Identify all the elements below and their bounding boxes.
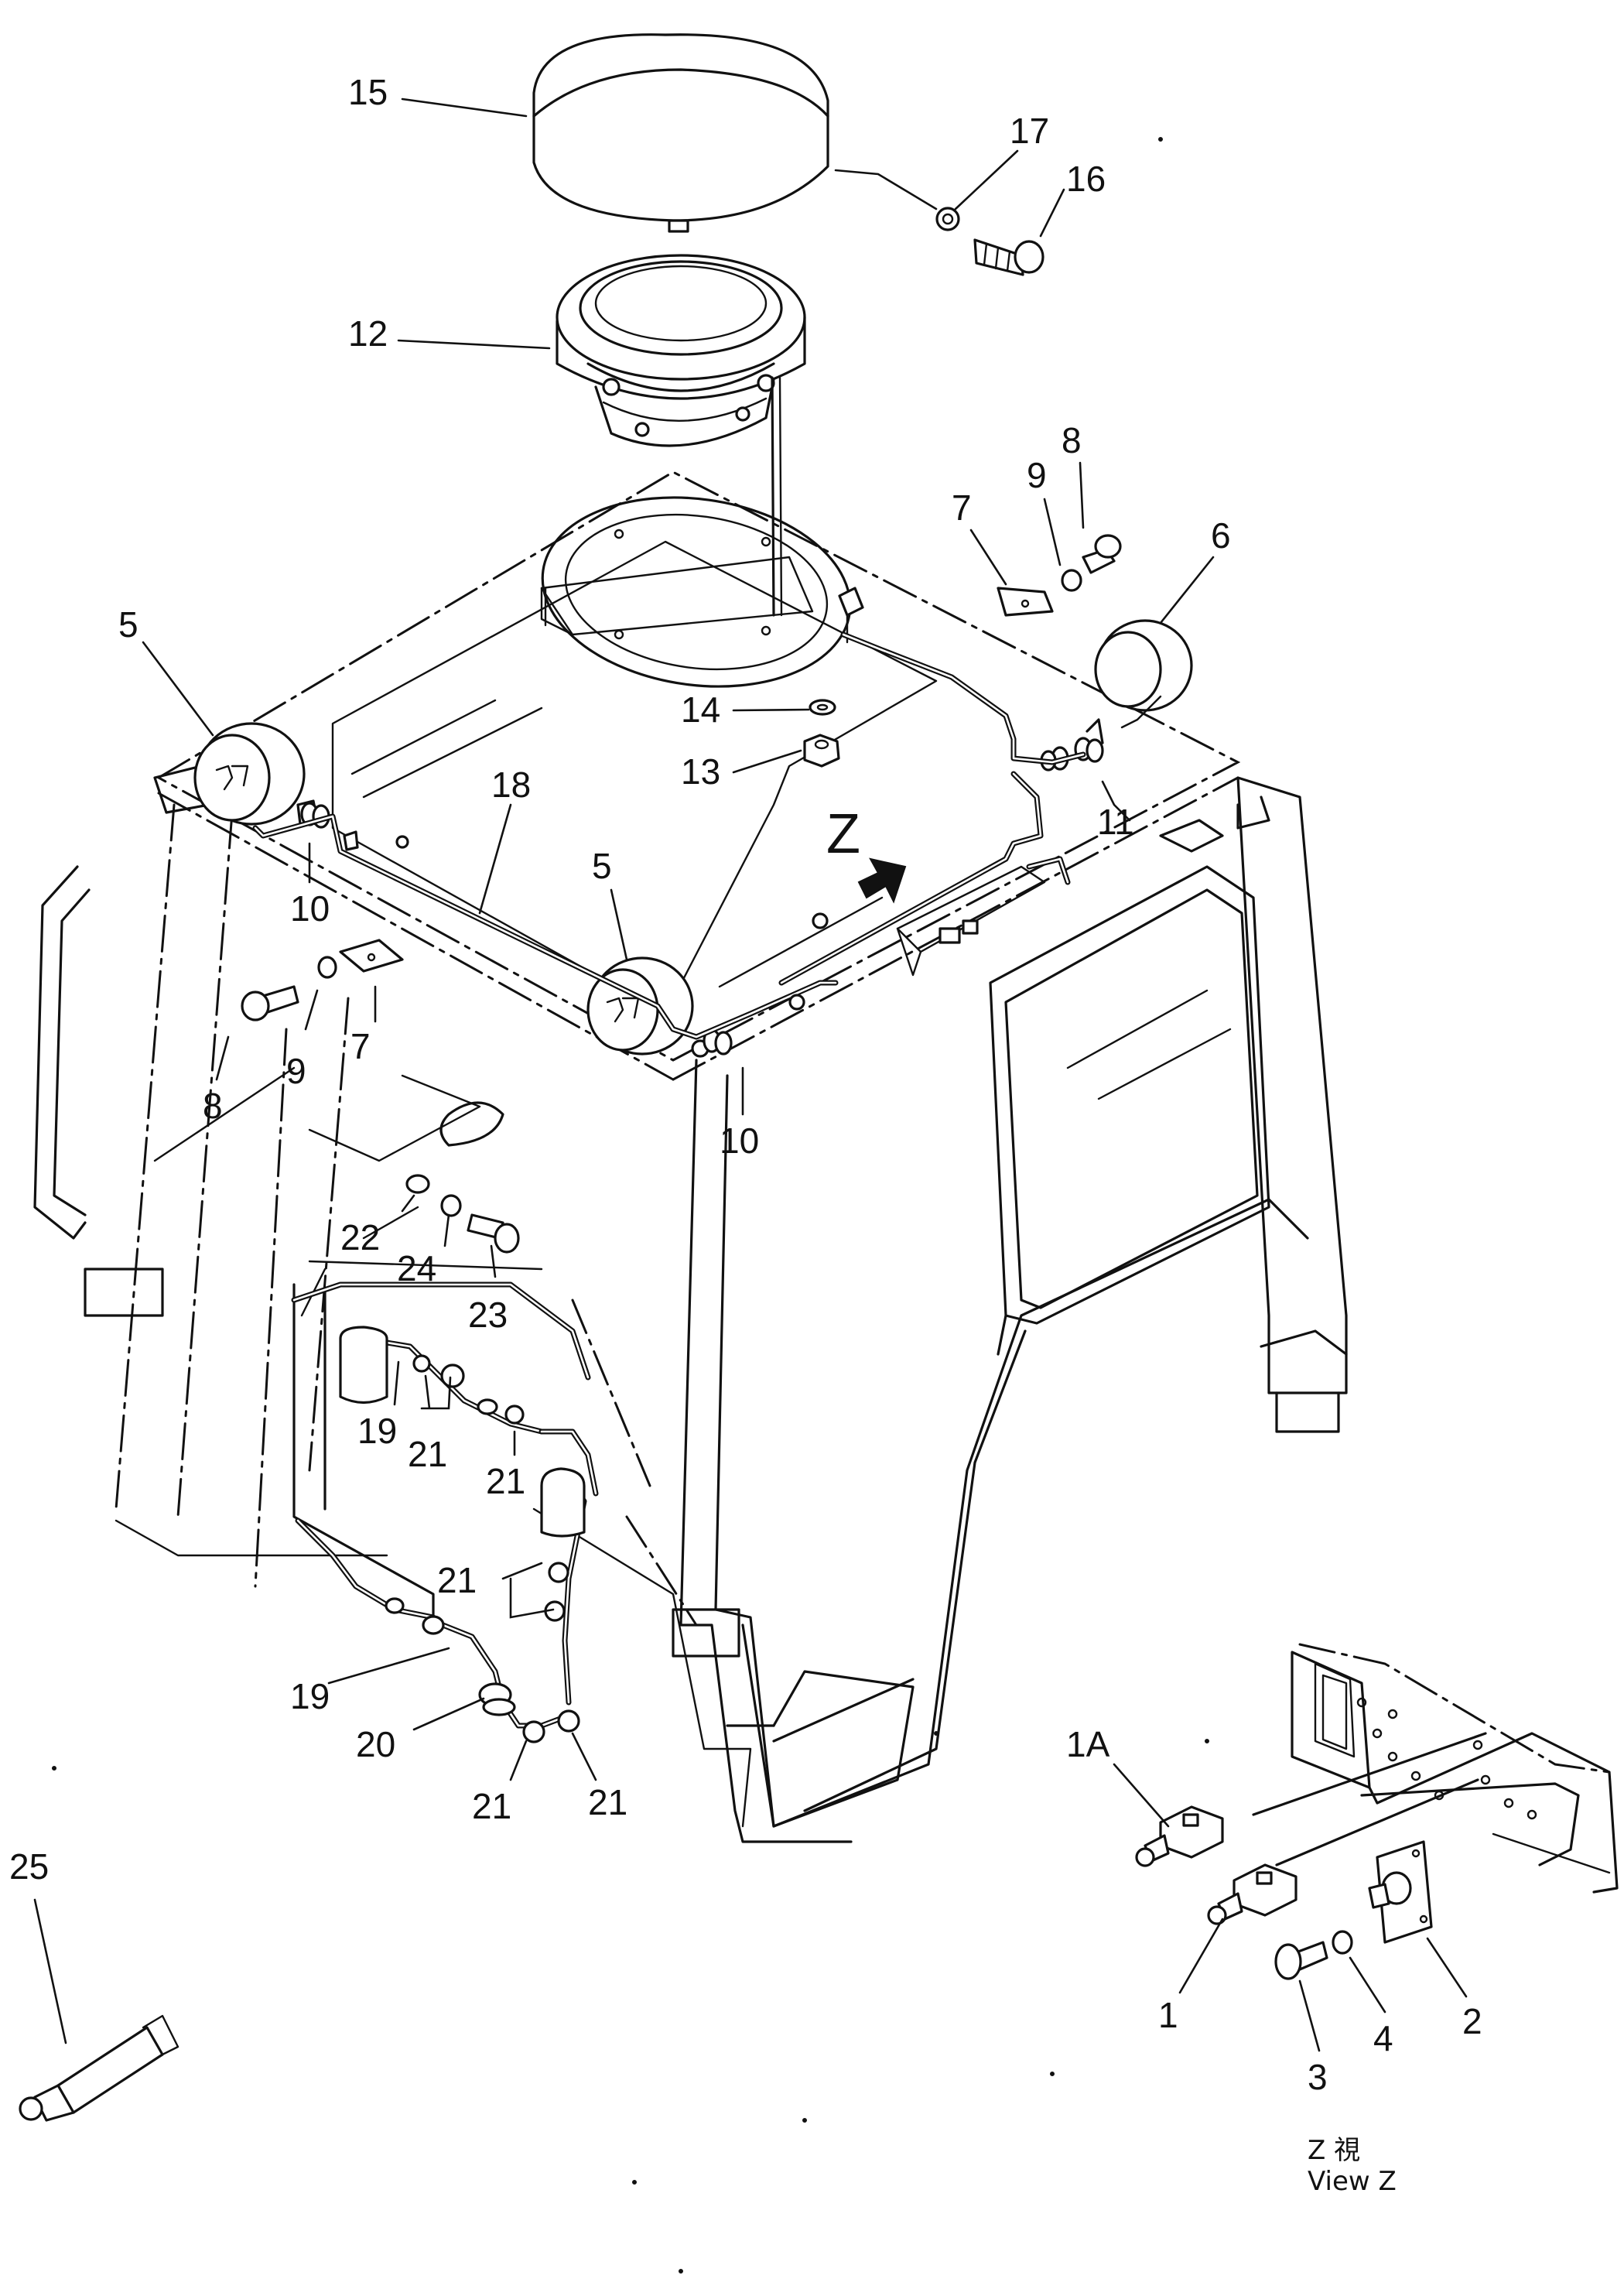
callout-labels: 15 17 16 12 8 9 7 6 5 14 13 11 18 10 5 9… (9, 72, 1482, 2197)
callout-5-front: 5 (592, 846, 612, 886)
bolt-8-right (1082, 534, 1122, 574)
callout-8-right: 8 (1062, 420, 1082, 460)
view-z-arrow (857, 857, 907, 904)
callout-21-b: 21 (486, 1461, 525, 1501)
grease-tube-25 (19, 2014, 179, 2122)
callout-20: 20 (356, 1724, 395, 1764)
leader-lines (33, 98, 1468, 2052)
callout-21-e: 21 (588, 1782, 627, 1822)
view-z-caption: View Z (1308, 2166, 1397, 2197)
work-lamp-rear-right (1094, 619, 1193, 729)
callout-24: 24 (397, 1248, 436, 1288)
callout-23: 23 (468, 1295, 508, 1335)
callout-19-lower: 19 (290, 1676, 330, 1716)
callout-7-right: 7 (952, 488, 972, 528)
plate-7-left (339, 939, 404, 973)
callout-3: 3 (1308, 2057, 1328, 2097)
callout-6: 6 (1211, 515, 1231, 556)
callout-5-left: 5 (118, 604, 138, 645)
callout-1: 1 (1158, 1995, 1178, 2035)
washer-9-right (1061, 569, 1082, 592)
bolt-8-left (241, 985, 299, 1021)
roof-cap (532, 33, 829, 233)
callout-8-left: 8 (203, 1086, 223, 1126)
callout-9-left: 9 (286, 1051, 306, 1091)
callout-13: 13 (681, 751, 720, 792)
callout-21-a: 21 (408, 1434, 447, 1474)
noise-dots (52, 137, 1209, 2274)
callout-1A: 1A (1066, 1724, 1110, 1764)
bolt-16 (973, 238, 1044, 276)
callout-16: 16 (1066, 159, 1106, 199)
plate-7-right (997, 587, 1054, 617)
harness-18 (252, 587, 1086, 1040)
nut-13 (803, 734, 840, 768)
view-z-caption-cjk: Z 視 (1308, 2135, 1360, 2166)
callout-9-right: 9 (1027, 455, 1047, 495)
callout-21-d: 21 (472, 1786, 511, 1826)
view-z-marker: Z (826, 803, 860, 865)
callout-18: 18 (491, 765, 531, 805)
work-lamp-front (586, 956, 709, 1058)
callout-22: 22 (340, 1217, 380, 1257)
washer-17 (935, 207, 960, 231)
callout-10-front: 10 (720, 1121, 759, 1161)
callout-7-left: 7 (350, 1026, 371, 1066)
callout-19-upper: 19 (357, 1411, 397, 1451)
callout-14: 14 (681, 689, 720, 730)
washer-9-left (317, 956, 337, 979)
callout-17: 17 (1010, 111, 1049, 151)
callout-15: 15 (348, 72, 388, 112)
callout-4: 4 (1373, 2018, 1393, 2058)
callout-11: 11 (1097, 802, 1134, 842)
washer-14 (809, 699, 836, 716)
callout-21-c: 21 (437, 1560, 477, 1600)
cab-frame (33, 470, 1348, 1843)
view-z-detail (1135, 1643, 1619, 1980)
callout-12: 12 (348, 313, 388, 354)
callout-25: 25 (9, 1846, 49, 1887)
callout-2: 2 (1462, 2001, 1482, 2041)
clip-assembly (405, 1101, 520, 1254)
hatch-ring (556, 254, 806, 617)
harness-lower (291, 1281, 599, 1743)
callout-10-left: 10 (290, 888, 330, 929)
